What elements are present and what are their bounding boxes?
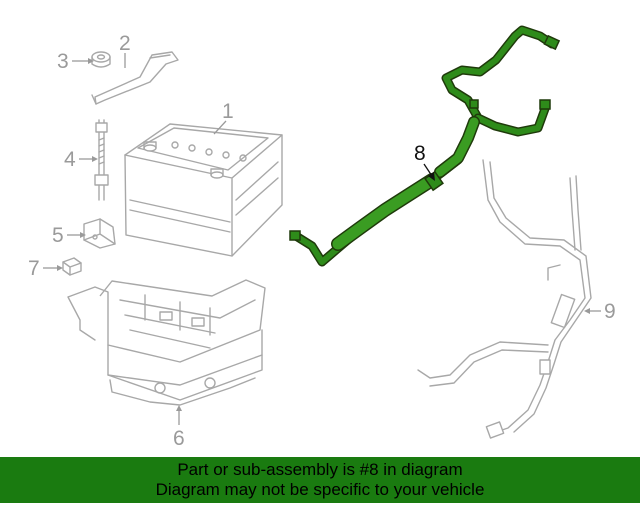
- info-banner: Part or sub-assembly is #8 in diagram Di…: [0, 457, 640, 503]
- callout-9-arrow: [584, 308, 590, 314]
- callout-6-arrow: [176, 405, 182, 411]
- callout-7: 7: [28, 257, 40, 280]
- callout-3-arrow: [88, 58, 94, 64]
- part-7-clip[interactable]: [62, 257, 82, 276]
- part-9-harness[interactable]: [417, 159, 592, 439]
- part-4-bolt[interactable]: [94, 119, 109, 201]
- banner-part-note: Part or sub-assembly is #8 in diagram: [177, 460, 463, 479]
- callout-8-leader: [423, 163, 433, 177]
- callout-9: 9: [604, 300, 616, 323]
- callout-2: 2: [119, 32, 131, 55]
- callout-8: 8: [414, 142, 426, 165]
- part-2-bracket[interactable]: [91, 51, 179, 105]
- callout-7-arrow: [57, 265, 63, 271]
- callout-1-leader: [213, 120, 227, 135]
- callout-5-arrow: [80, 232, 86, 238]
- callout-1: 1: [222, 100, 234, 123]
- callout-5: 5: [52, 224, 64, 247]
- banner-disclaimer: Diagram may not be specific to your vehi…: [155, 480, 485, 499]
- callout-8-arrow: [428, 172, 435, 181]
- callout-3: 3: [57, 50, 69, 73]
- part-8-cable[interactable]: [289, 25, 561, 267]
- part-3-cap[interactable]: [91, 51, 111, 68]
- callout-4: 4: [64, 148, 76, 171]
- parts-diagram: 3 2 4 5 7: [28, 25, 616, 450]
- part-5-bracket[interactable]: [83, 218, 116, 249]
- part-6-tray[interactable]: [67, 279, 266, 406]
- callout-6: 6: [173, 427, 185, 450]
- callout-4-arrow: [92, 156, 98, 162]
- part-1-battery[interactable]: [124, 123, 283, 257]
